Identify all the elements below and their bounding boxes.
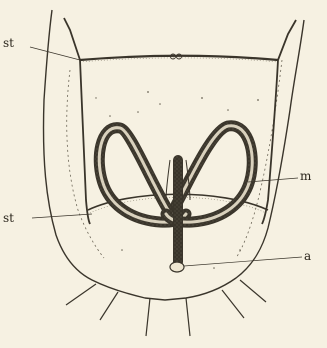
seta-1 [66,284,96,305]
label-m: m [300,170,311,182]
right-apodeme-top [278,20,296,60]
seta-4 [186,298,190,336]
left-apodeme-top [64,18,80,60]
seta-5 [222,290,244,318]
label-st-top: st [3,37,14,49]
label-st-mid: st [3,212,14,224]
leader-st-mid [32,214,92,218]
seta-6 [240,280,266,302]
seta-3 [146,298,150,336]
left-apodeme [80,60,90,224]
leader-st-top [30,47,80,60]
anal-papilla [170,262,184,272]
seta-2 [100,292,118,320]
right-apodeme [262,60,278,224]
label-a: a [304,250,311,262]
leader-a [184,257,302,266]
right-body-fold [236,60,282,258]
